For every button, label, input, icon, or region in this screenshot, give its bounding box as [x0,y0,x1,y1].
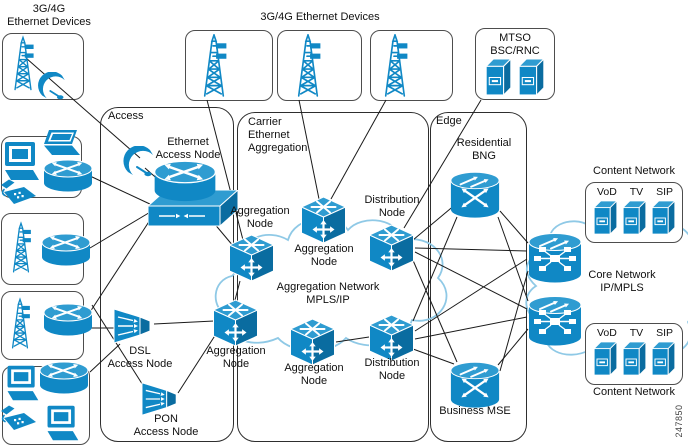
distribution-node-icon [368,314,415,362]
aggregation-node-label: Aggregation Node [294,243,354,268]
cell-tower-icon [297,34,322,97]
tv-server-icon [622,200,647,235]
content-network-label-bottom: Content Network [593,386,675,398]
access-region-label: Access [108,110,144,122]
ip-phone-icon [0,404,37,431]
top-mid-group-label: 3G/4G Ethernet Devices [260,11,380,23]
dsl-access-node-label: DSL Access Node [107,345,173,370]
laptop-icon [44,130,80,155]
vod-server-icon [593,200,618,235]
business-mse-label: Business MSE [439,405,511,417]
content-network-box-bottom: VoD TV SIP [585,323,683,385]
aggregation-node-label: Aggregation Node [206,345,266,370]
cell-tower-icon [14,36,35,91]
mtso-server-icon [485,58,512,96]
content-network-label-top: Content Network [593,165,675,177]
desktop-computer-icon [5,142,39,180]
mtso-box: MTSO BSC/RNC [475,28,555,100]
server-label-sip: SIP [656,327,673,339]
cell-tower-icon [384,34,409,97]
server-label-sip: SIP [656,186,673,198]
core-router-icon [528,295,582,347]
cell-tower-icon [12,222,32,273]
vod-server-icon [593,341,618,376]
pon-access-node-label: PON Access Node [133,413,199,438]
server-label-tv: TV [629,327,644,339]
business-mse-router-icon [449,361,501,409]
tv-server-icon [622,341,647,376]
residential-bng-router-icon [449,171,501,219]
distribution-node-label: Distribution Node [364,194,420,219]
ip-phone-icon [0,178,37,205]
router-icon [39,361,89,395]
router-icon [43,303,93,337]
aggregation-node-label: Aggregation Node [230,205,290,230]
desktop-computer-icon [47,405,79,441]
server-label-vod: VoD [597,186,617,198]
edge-region-label: Edge [436,115,462,127]
mtso-server-icon [518,58,545,96]
tower-box-1 [185,30,273,101]
aggregation-node-icon [212,299,259,347]
server-label-vod: VoD [597,327,617,339]
ethernet-access-node-label: Ethernet Access Node [155,136,221,161]
mtso-label: MTSO BSC/RNC [490,32,540,57]
cell-tower-icon [203,34,228,97]
figure-number: 247850 [674,404,684,438]
dslam-icon [113,308,151,344]
sip-server-icon [651,341,676,376]
aggregation-node-icon [228,234,275,282]
aggregation-node-icon [289,318,336,366]
aggregation-cloud-label: Aggregation Network MPLS/IP [276,281,380,306]
ethernet-access-node-router-icon [153,160,217,203]
aggregation-node-icon [300,196,347,244]
distribution-node-icon [368,224,415,272]
desktop-computer-icon [7,365,39,401]
server-label-tv: TV [629,186,644,198]
cell-tower-icon [11,298,31,349]
residential-bng-label: Residential BNG [456,137,512,162]
distribution-node-label: Distribution Node [364,357,420,382]
core-cloud-label: Core Network IP/MPLS [588,269,656,294]
tower-box-3 [370,30,453,101]
router-icon [41,233,91,267]
sip-server-icon [651,200,676,235]
tower-box-2 [277,30,362,101]
router-icon [43,159,93,193]
carrier-region-label: Carrier Ethernet Aggregation [248,116,308,154]
carrier-aggregation-region [237,112,429,442]
content-network-box-top: VoD TV SIP [585,182,683,243]
aggregation-node-label: Aggregation Node [284,362,344,387]
satellite-dish-icon [38,72,66,100]
top-left-group-label: 3G/4G Ethernet Devices [7,3,91,28]
